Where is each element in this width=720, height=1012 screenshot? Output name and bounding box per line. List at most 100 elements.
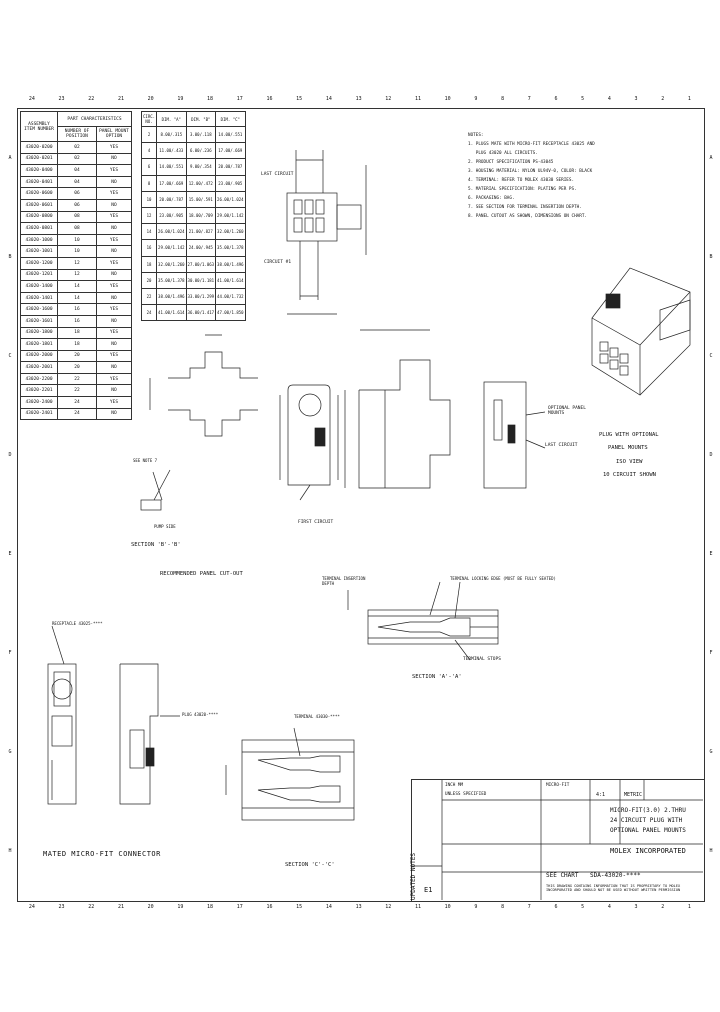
zone-label: 22 [88, 904, 95, 910]
section-b-label: SECTION 'B'-'B' [131, 542, 181, 548]
zone-label: 19 [177, 904, 184, 910]
plug-rear-view [483, 381, 546, 489]
plug-caption-3: ISO VIEW [616, 459, 643, 465]
table-cell: YES [96, 141, 132, 154]
zone-label: 18 [207, 96, 214, 102]
table-cell: 10 [57, 233, 97, 247]
plug-iso-view [591, 267, 691, 396]
table-cell: 22 [140, 287, 158, 306]
zone-label: 4 [607, 96, 611, 102]
plug-front-view [279, 384, 339, 501]
table-cell: 14 [140, 223, 158, 241]
table-cell: NO [96, 291, 132, 305]
table-cell: YES [96, 187, 132, 200]
zone-label: 3 [634, 96, 638, 102]
panel-cutout [140, 334, 258, 511]
zone-label: 17 [236, 904, 243, 910]
zone-label: 20 [147, 904, 154, 910]
terminal-depth-label: TERMINAL INSERTION DEPTH [322, 576, 366, 586]
zone-label: 5 [581, 96, 585, 102]
zone-label: B [8, 253, 12, 260]
drawing-frame [17, 108, 705, 902]
zone-label: D [8, 451, 12, 458]
plug-caption-2: PANEL MOUNTS [608, 445, 648, 451]
table-cell: 04 [57, 164, 97, 177]
table-cell: 06 [57, 187, 97, 200]
table-cell: YES [96, 164, 132, 177]
plug-side-view [344, 329, 451, 489]
tb-title-2: 24 CIRCUIT PLUG WITH [610, 817, 683, 824]
zone-label: 2 [661, 904, 665, 910]
zone-label: 12 [385, 96, 392, 102]
plug-top-view [286, 150, 367, 315]
zone-label: 11 [414, 96, 421, 102]
table-cell: 38.00/1.496 [215, 255, 246, 273]
zone-label: 9 [474, 904, 478, 910]
table-cell: YES [96, 233, 132, 247]
terminal-section [347, 581, 499, 661]
tb-company: MOLEX INCORPORATED [610, 847, 686, 855]
zone-label: 13 [355, 96, 362, 102]
tb-family: MICRO-FIT [546, 783, 570, 788]
terminal-locking-label: TERMINAL LOCKING EDGE (MUST BE FULLY SEA… [450, 576, 556, 581]
zone-label: 18 [207, 904, 214, 910]
zone-label: 21 [117, 904, 124, 910]
table-cell: NO [96, 152, 132, 166]
zone-label: 3 [634, 904, 638, 910]
zone-label: H [8, 847, 12, 854]
last-circuit-label-2: LAST CIRCUIT [545, 443, 578, 448]
zone-label: 7 [527, 904, 531, 910]
zone-label: E [8, 550, 12, 557]
zone-label: 8 [501, 96, 505, 102]
zone-label: 19 [177, 96, 184, 102]
updated-notes-stamp: UPDATED NOTES [410, 853, 417, 900]
zone-label: C [8, 352, 12, 359]
zone-label: 9 [474, 96, 478, 102]
terminal-stops-label: TERMINAL STOPS [463, 657, 501, 662]
zone-label: 21 [117, 96, 124, 102]
zone-label: E [709, 550, 713, 557]
part-characteristics-table: ASSEMBLY ITEM NUMBER PART CHARACTERISTIC… [20, 111, 132, 421]
table-cell: 47.00/1.850 [215, 304, 246, 322]
tb-units: INCH MM [445, 783, 464, 788]
zone-label: 11 [414, 904, 421, 910]
zone-label: A [8, 154, 12, 161]
table-cell: 43020-0400 [20, 164, 58, 177]
zone-label: 10 [444, 96, 451, 102]
mated-connector [47, 625, 180, 805]
zone-label: 13 [355, 904, 362, 910]
tb-proprietary: THIS DRAWING CONTAINS INFORMATION THAT I… [546, 884, 681, 892]
table-cell: 43020-1000 [20, 233, 58, 247]
zone-label: F [8, 649, 12, 656]
zone-label: 6 [554, 904, 558, 910]
tb-see-chart: SEE CHART [546, 872, 579, 879]
terminal-label: TERMINAL 43030-**** [294, 714, 340, 719]
panel-cutout-label: RECOMMENDED PANEL CUT-OUT [160, 571, 243, 577]
zone-label: 16 [266, 96, 273, 102]
table-cell: 43020-0600 [20, 187, 58, 200]
last-circuit-label: LAST CIRCUIT [261, 172, 294, 177]
zone-label: 10 [444, 904, 451, 910]
col-assembly: ASSEMBLY ITEM NUMBER [20, 111, 58, 142]
table-cell: 43020-0201 [20, 152, 58, 166]
receptacle-label: RECEPTACLE 43025-**** [52, 621, 103, 626]
zone-label: 8 [501, 904, 505, 910]
tb-metric: METRIC [624, 792, 643, 798]
notes-block: NOTES: 1. PLUGS MATE WITH MICRO-FIT RECE… [468, 133, 595, 219]
